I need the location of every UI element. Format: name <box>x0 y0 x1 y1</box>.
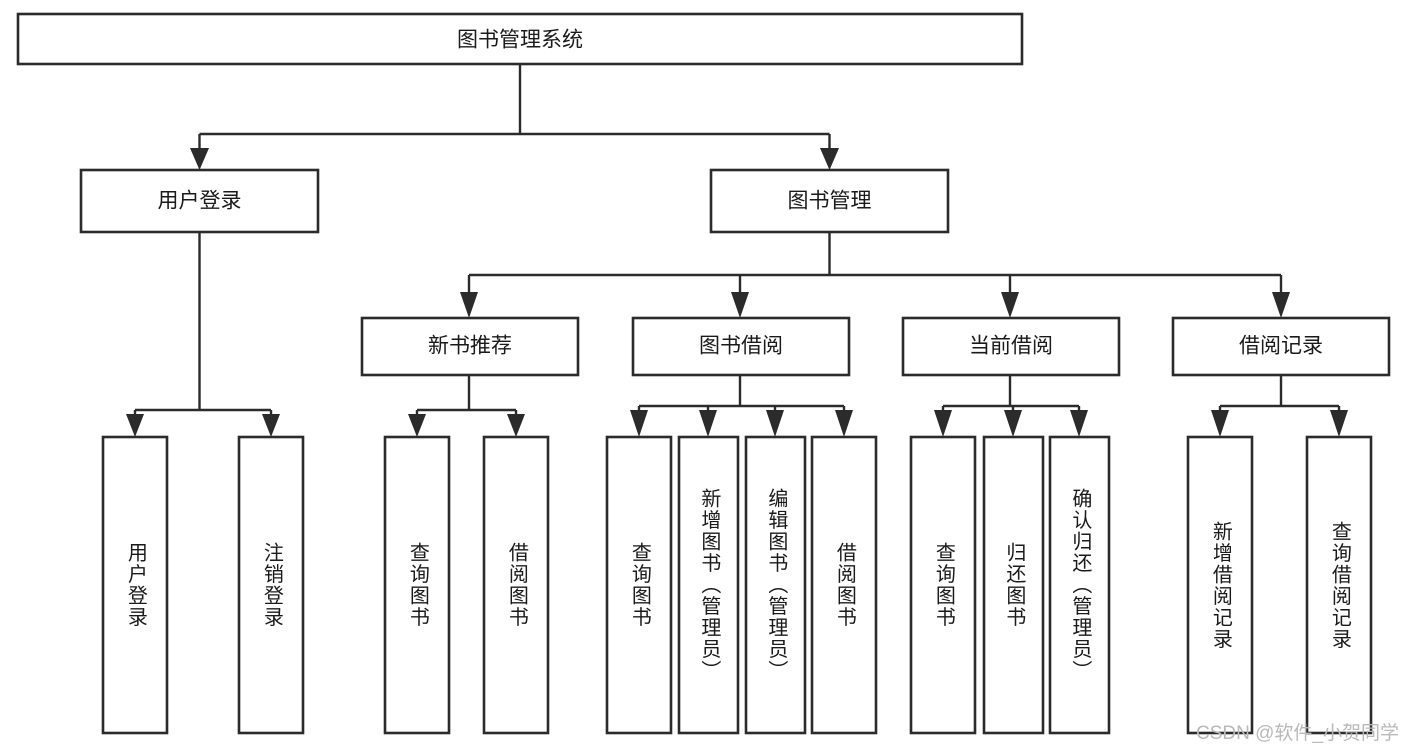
node-leaf-query-book-2-box[interactable] <box>605 435 673 735</box>
arrow-head-current-borrow <box>1001 292 1019 318</box>
arrow-head-leaf-borrow-book-2 <box>835 410 853 437</box>
arrow-head-book-manage <box>820 148 839 170</box>
node-leaf-add-book-box[interactable] <box>677 435 740 735</box>
node-new-book-rec-box[interactable] <box>360 316 580 377</box>
arrow-head-leaf-borrow-book-1 <box>507 414 525 437</box>
node-root-label: 图书管理系统 <box>457 29 583 52</box>
node-book-manage-box[interactable] <box>709 168 950 234</box>
node-leaf-confirm-return-box[interactable] <box>1048 435 1111 735</box>
arrow-head-book-borrow <box>731 292 749 318</box>
node-leaf-add-record-box[interactable] <box>1186 435 1254 735</box>
connectors-user-login-to-leaves <box>126 232 280 437</box>
node-leaf-edit-book-box[interactable] <box>744 435 807 735</box>
node-book-borrow-label: 图书借阅 <box>699 335 783 358</box>
node-book-manage-label: 图书管理 <box>788 190 872 213</box>
node-leaf-logout-login-box[interactable] <box>237 435 305 735</box>
node-user-login-label: 用户登录 <box>158 190 242 213</box>
arrow-head-leaf-add-record <box>1211 410 1229 437</box>
node-leaf-query-book-1-box[interactable] <box>383 435 451 735</box>
arrow-head-user-login <box>190 148 209 170</box>
node-book-borrow-box[interactable] <box>631 316 851 377</box>
connectors-book-manage-to-level3 <box>460 232 1290 318</box>
node-leaf-borrow-book-1-box[interactable] <box>482 435 550 735</box>
node-user-login-box[interactable] <box>79 168 320 234</box>
arrow-head-leaf-logout-login <box>262 414 280 437</box>
node-leaf-query-book-3-box[interactable] <box>909 435 977 735</box>
connectors-new-book-rec-to-leaves <box>408 375 525 437</box>
connectors-borrow-record-to-leaves <box>1211 375 1348 437</box>
node-root-box[interactable] <box>16 12 1024 66</box>
arrow-head-new-book-rec <box>460 292 478 318</box>
arrow-head-leaf-query-book-1 <box>408 414 426 437</box>
connectors-root-to-level2 <box>190 64 839 170</box>
node-current-borrow-box[interactable] <box>901 316 1121 377</box>
node-current-borrow-label: 当前借阅 <box>969 335 1053 358</box>
arrow-head-leaf-query-book-2 <box>630 410 648 437</box>
connectors-current-borrow-to-leaves <box>934 375 1088 437</box>
arrow-head-borrow-record <box>1272 292 1290 318</box>
connectors-book-borrow-to-leaves <box>630 375 853 437</box>
arrow-head-leaf-query-book-3 <box>934 410 952 437</box>
node-borrow-record-box[interactable] <box>1171 316 1391 377</box>
arrow-head-leaf-edit-book <box>766 410 784 437</box>
arrow-head-leaf-confirm-return <box>1070 410 1088 437</box>
arrow-head-leaf-user-login <box>126 414 144 437</box>
arrow-head-leaf-query-record <box>1330 410 1348 437</box>
node-leaf-borrow-book-2-box[interactable] <box>810 435 878 735</box>
node-leaf-return-book-box[interactable] <box>982 435 1045 735</box>
node-leaf-query-record-box[interactable] <box>1305 435 1373 735</box>
arrow-head-leaf-add-book <box>699 410 717 437</box>
arrow-head-leaf-return-book <box>1004 410 1022 437</box>
node-leaf-user-login-box[interactable] <box>101 435 169 735</box>
node-borrow-record-label: 借阅记录 <box>1239 335 1323 358</box>
csdn-watermark: CSDN @软件_小贺同学 <box>1196 723 1399 744</box>
node-new-book-rec-label: 新书推荐 <box>428 335 512 358</box>
